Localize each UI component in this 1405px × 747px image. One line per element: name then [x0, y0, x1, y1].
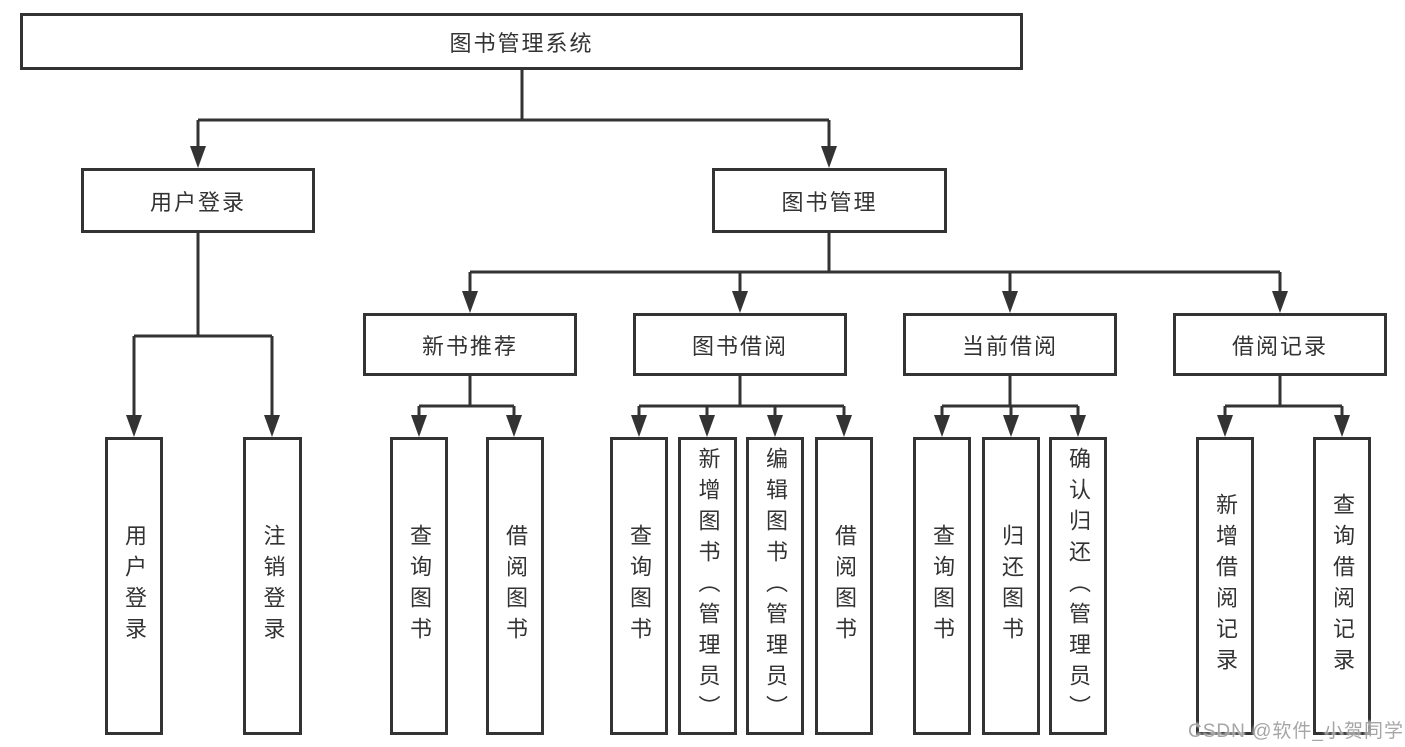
- arrowhead-down-icon: [190, 146, 206, 168]
- arrowhead-down-icon: [1002, 291, 1018, 313]
- leaf-borrow-books-recommend: 借阅图书: [486, 437, 544, 735]
- node-borrow-records: 借阅记录: [1173, 313, 1387, 376]
- leaf-label: 查询图书: [407, 524, 432, 648]
- leaf-borrow-books: 借阅图书: [815, 437, 873, 735]
- arrowhead-down-icon: [411, 415, 427, 437]
- arrowhead-down-icon: [462, 291, 478, 313]
- node-book-management: 图书管理: [712, 168, 947, 233]
- leaf-label: 归还图书: [999, 524, 1024, 648]
- connector-root-to-level2: [190, 70, 837, 168]
- node-label: 用户登录: [149, 189, 246, 215]
- leaf-add-borrow-record: 新增借阅记录: [1196, 437, 1254, 735]
- node-root-library-management-system: 图书管理系统: [20, 13, 1023, 70]
- leaf-label: 查询图书: [627, 524, 652, 648]
- connector-user-login-children: [126, 233, 280, 437]
- leaf-label: 新增图书（管理员）: [695, 446, 721, 726]
- leaf-query-borrow-record: 查询借阅记录: [1313, 437, 1371, 735]
- arrowhead-down-icon: [821, 146, 837, 168]
- node-label: 图书借阅: [691, 333, 788, 359]
- node-user-login: 用户登录: [81, 168, 315, 233]
- arrowhead-down-icon: [631, 415, 647, 437]
- leaf-confirm-return-admin: 确认归还（管理员）: [1049, 437, 1107, 735]
- node-label: 新书推荐: [421, 333, 518, 359]
- leaf-label: 借阅图书: [832, 524, 857, 648]
- leaf-user-login: 用户登录: [105, 437, 163, 735]
- connector-book-borrow-children: [631, 376, 852, 437]
- leaf-label: 借阅图书: [503, 524, 528, 648]
- arrowhead-down-icon: [1070, 415, 1086, 437]
- connector-book-management-sections: [462, 233, 1288, 313]
- arrowhead-down-icon: [1334, 415, 1350, 437]
- leaf-logout: 注销登录: [243, 437, 302, 735]
- leaf-label: 确认归还（管理员）: [1066, 446, 1091, 726]
- csdn-watermark: CSDN @软件_小贺同学: [1188, 721, 1404, 742]
- connector-borrow-records-children: [1217, 376, 1350, 437]
- leaf-query-books-current: 查询图书: [913, 437, 971, 735]
- node-book-borrow: 图书借阅: [633, 313, 847, 376]
- leaf-label: 新增借阅记录: [1213, 493, 1238, 679]
- arrowhead-down-icon: [1272, 291, 1288, 313]
- arrowhead-down-icon: [699, 415, 715, 437]
- arrowhead-down-icon: [264, 415, 280, 437]
- connector-new-book-recommend-children: [411, 376, 522, 437]
- arrowhead-down-icon: [126, 415, 142, 437]
- leaf-label: 注销登录: [260, 524, 286, 648]
- leaf-return-books: 归还图书: [982, 437, 1040, 735]
- node-new-book-recommend: 新书推荐: [363, 313, 577, 376]
- arrowhead-down-icon: [836, 415, 852, 437]
- arrowhead-down-icon: [934, 415, 950, 437]
- leaf-label: 查询图书: [930, 524, 955, 648]
- node-label: 图书管理: [781, 189, 878, 215]
- connector-current-borrow-children: [934, 376, 1086, 437]
- arrowhead-down-icon: [732, 291, 748, 313]
- arrowhead-down-icon: [1217, 415, 1233, 437]
- leaf-query-books-recommend: 查询图书: [390, 437, 448, 735]
- node-current-borrow: 当前借阅: [903, 313, 1117, 376]
- leaf-label: 用户登录: [122, 524, 147, 648]
- arrowhead-down-icon: [767, 415, 783, 437]
- node-label: 当前借阅: [961, 333, 1058, 359]
- leaf-add-books-admin: 新增图书（管理员）: [678, 437, 737, 735]
- node-label: 借阅记录: [1231, 333, 1328, 359]
- arrowhead-down-icon: [1003, 415, 1019, 437]
- leaf-edit-books-admin: 编辑图书（管理员）: [746, 437, 804, 735]
- leaf-query-books-borrow: 查询图书: [610, 437, 668, 735]
- leaf-label: 编辑图书（管理员）: [763, 446, 788, 726]
- leaf-label: 查询借阅记录: [1330, 493, 1355, 679]
- arrowhead-down-icon: [506, 415, 522, 437]
- node-label: 图书管理系统: [449, 30, 594, 56]
